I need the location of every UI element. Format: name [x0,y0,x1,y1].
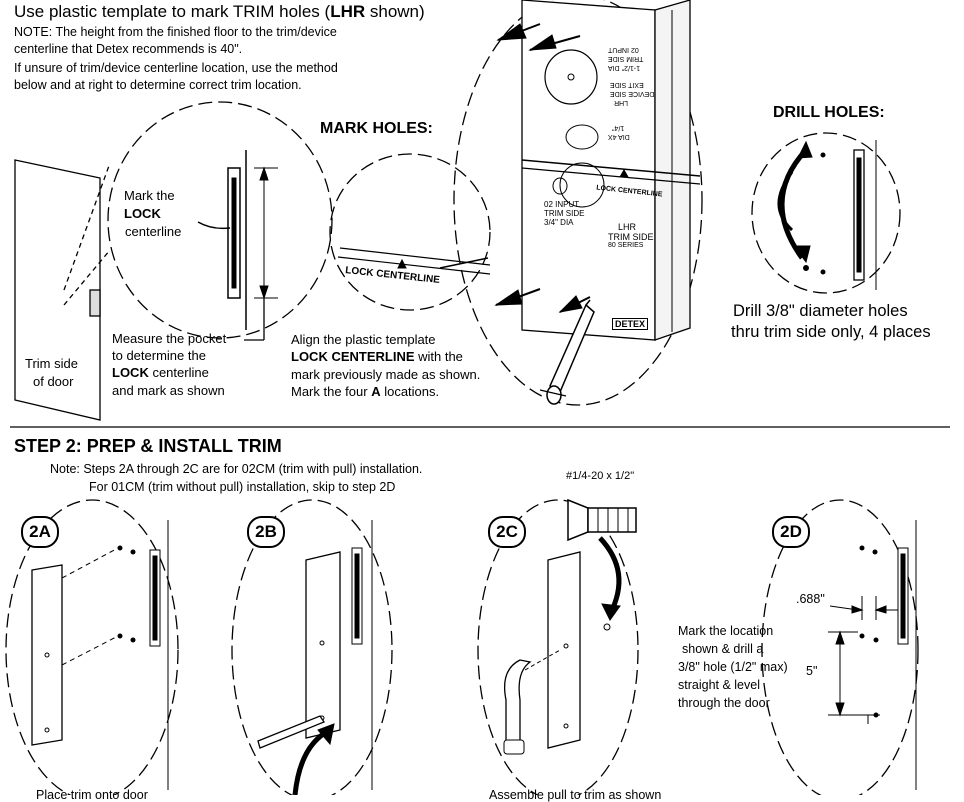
measure-label-1: Measure the pocket [112,331,227,346]
template-mid-label: DIA 4X [608,133,630,141]
step2d-text: straight & level [678,678,760,692]
template-lhr-label: 80 SERIES [608,242,644,249]
drill-label-2: thru trim side only, 4 places [731,323,931,341]
drill-detail [751,132,901,294]
note-line: If unsure of trim/device centerline loca… [14,61,338,75]
template-zoom-label: 02 INPUT [544,200,580,209]
step-2c-illustration [477,498,639,795]
note-line: NOTE: The height from the finished floor… [14,25,337,39]
step2d-text: shown & drill a [682,642,764,656]
step2-title: STEP 2: PREP & INSTALL TRIM [14,436,282,456]
drill-label-1: Drill 3/8" diameter holes [733,302,908,320]
step2d-text: 3/8" hole (1/2" max) [678,660,788,674]
template-zoom-label: TRIM SIDE [544,209,585,218]
step-badge-2c: 2C [488,516,526,548]
measure-label-3: LOCK centerline [112,365,209,380]
align-label-1: Align the plastic template [291,332,436,347]
template-lhr-label: LHR [618,222,637,232]
dim-688: .688" [796,592,825,606]
mark-lock-label-2: LOCK [124,206,161,221]
mark-lock-detail [107,101,333,341]
step-badge-2a: 2A [21,516,59,548]
step2-note-2: For 01CM (trim without pull) installatio… [89,480,396,494]
screw-label: #1/4-20 x 1/2" [566,470,635,482]
template-top-label: TRIM SIDE [608,55,644,63]
door-label-1: Trim side [25,356,78,371]
step-2d-illustration [761,499,919,795]
note-line: below and at right to determine correct … [14,78,302,92]
door-illustration [14,159,111,421]
mark-lock-label-3: centerline [125,224,182,239]
template-zoom-label: 3/4" DIA [544,218,574,227]
align-label-2: LOCK CENTERLINE with the [291,349,463,364]
mark-lock-label-1: Mark the [124,188,175,203]
align-label-3: mark previously made as shown. [291,367,481,382]
template-top-label: 02 INPUT [608,46,639,54]
template-lhr-label: TRIM SIDE [608,232,654,242]
bottom-cut-text-mid: Assemble pull to trim as shown [489,788,662,802]
mark-holes-heading: MARK HOLES: [320,120,433,137]
mark-holes-detail [329,153,491,311]
align-label-4: Mark the four A locations. [291,384,440,399]
dim-5: 5" [806,664,818,678]
step-2a-illustration [5,499,179,795]
step2d-text: through the door [678,696,770,710]
template-top-label: LHR [614,99,629,107]
step-badge-2b: 2B [247,516,285,548]
template-detail [453,0,703,406]
template-mid-label: 1/4" [612,124,625,132]
page-title: Use plastic template to mark TRIM holes … [14,2,425,21]
door-label-2: of door [33,374,74,389]
step2-note-1: Note: Steps 2A through 2C are for 02CM (… [50,462,423,476]
bottom-cut-text-left: Place trim onto door [36,788,148,802]
measure-label-4: and mark as shown [112,383,225,398]
drill-holes-heading: DRILL HOLES: [773,104,885,121]
detex-logo: DETEX [612,318,649,331]
step-2b-illustration [231,499,393,795]
template-top-label: EXIT SIDE [610,81,644,89]
note-line: centerline that Detex recommends is 40". [14,42,243,56]
template-top-label: DEVICE SIDE [610,90,655,98]
step2d-text: Mark the location [678,624,774,638]
template-top-label: 1-1/2" DIA [608,64,641,72]
step-badge-2d: 2D [772,516,810,548]
measure-label-2: to determine the [112,348,206,363]
